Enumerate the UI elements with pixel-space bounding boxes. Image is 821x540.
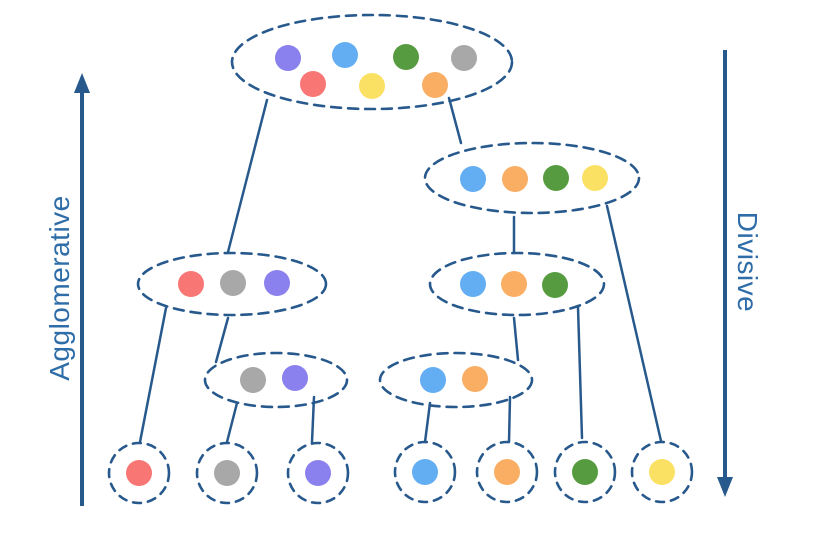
leaf-gray-circle — [195, 441, 259, 505]
divisive-label: Divisive — [732, 211, 763, 313]
tree-edge-cluster-blue-orange-green--cluster-blue-orange — [512, 316, 520, 362]
dot-green — [393, 44, 419, 70]
cluster-red-gray-purple-ellipse — [136, 251, 328, 317]
tree-edge-cluster-blue-orange--leaf-blue — [423, 401, 432, 444]
dot-purple — [264, 270, 290, 296]
agglomerative-arrow-head — [74, 73, 90, 93]
dot-orange — [502, 166, 528, 192]
dot-purple — [275, 45, 301, 71]
tree-edge-cluster-red-gray-purple--leaf-red — [138, 306, 168, 444]
leaf-green-circle — [553, 440, 617, 504]
dot-yellow — [582, 165, 608, 191]
dot-orange — [501, 271, 527, 297]
leaf-blue-circle — [393, 440, 457, 504]
dot-red — [300, 71, 326, 97]
leaf-yellow-circle — [630, 440, 694, 504]
dot-orange — [494, 459, 520, 485]
dot-gray — [451, 45, 477, 71]
dot-yellow — [359, 73, 385, 99]
dot-green — [572, 459, 598, 485]
cluster-gray-purple-ellipse — [203, 351, 349, 409]
dot-blue — [332, 42, 358, 68]
dot-purple — [282, 365, 308, 391]
dot-blue — [460, 271, 486, 297]
dot-orange — [422, 72, 448, 98]
dot-orange — [462, 366, 488, 392]
cluster-blue-orange-green-ellipse — [428, 251, 606, 317]
dot-gray — [240, 367, 266, 393]
tree-edge-cluster-gray-purple--leaf-purple — [310, 395, 316, 444]
dot-green — [543, 165, 569, 191]
dot-purple — [305, 460, 331, 486]
cluster-blue-orange-green-yellow-ellipse — [423, 141, 641, 215]
cluster-blue-orange-ellipse — [378, 351, 534, 409]
tree-edge-cluster-blue-orange-green--leaf-green — [576, 305, 584, 440]
tree-edge-cluster-blue-orange--leaf-orange — [507, 395, 512, 444]
dot-red — [126, 460, 152, 486]
dot-blue — [460, 166, 486, 192]
dot-blue — [420, 367, 446, 393]
tree-edge-cluster-gray-purple--leaf-gray — [225, 401, 239, 444]
divisive-arrow-head — [717, 477, 733, 497]
root-cluster-ellipse — [230, 13, 514, 111]
dot-gray — [220, 270, 246, 296]
dot-gray — [214, 460, 240, 486]
tree-edge-cluster-red-gray-purple--cluster-gray-purple — [214, 316, 230, 364]
dot-blue — [412, 459, 438, 485]
agglomerative-label: Agglomerative — [44, 195, 75, 381]
leaf-purple-circle — [286, 441, 350, 505]
tree-edge-root-cluster--cluster-red-gray-purple — [226, 98, 269, 254]
leaf-red-circle — [107, 441, 171, 505]
leaf-orange-circle — [475, 440, 539, 504]
tree-edge-cluster-blue-orange-green-yellow--leaf-yellow — [605, 204, 663, 443]
dot-red — [178, 271, 204, 297]
dot-yellow — [649, 459, 675, 485]
tree-edge-root-cluster--cluster-blue-orange-green-yellow — [447, 96, 463, 145]
dot-green — [542, 272, 568, 298]
